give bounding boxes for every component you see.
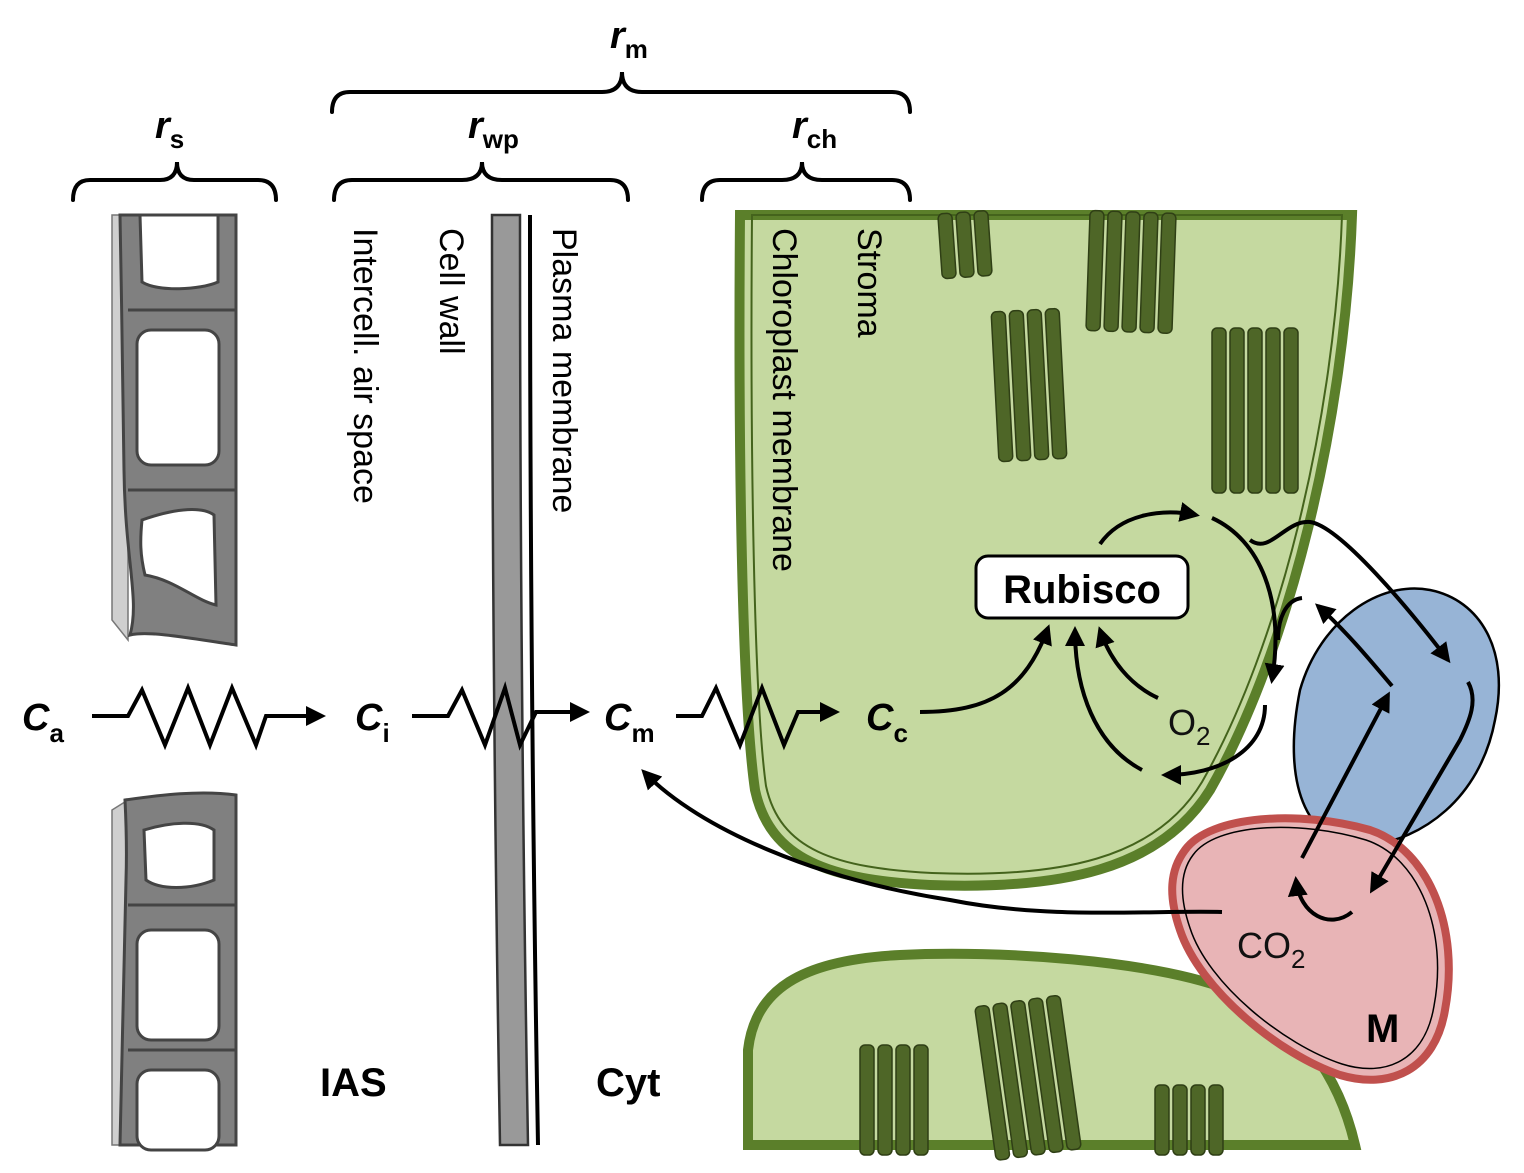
arrow-glycolate-to-peroxisome (1248, 519, 1451, 664)
label-cc: Cc (866, 697, 908, 748)
thylakoid-disc (1154, 1084, 1170, 1156)
arrow-mito-to-peroxisome (1300, 691, 1390, 859)
label-rs: rs (155, 105, 184, 154)
arrow-peroxisome-to-mito (1369, 681, 1475, 894)
thylakoid-disc (877, 1044, 893, 1156)
label-co2: CO2 (1237, 925, 1305, 974)
thylakoid-disc (1157, 212, 1177, 334)
label-cell-wall: Cell wall (432, 228, 470, 355)
label-ci: Ci (355, 697, 390, 748)
arrow-small-return (1276, 596, 1303, 641)
chloroplast-upper (734, 210, 1358, 891)
resistor-rs (92, 682, 326, 751)
rubisco-label: Rubisco (1003, 568, 1161, 612)
thylakoid-disc (1265, 327, 1281, 494)
label-rch: rch (792, 105, 837, 154)
label-o2: O2 (1168, 702, 1210, 751)
thylakoid-disc (913, 1044, 929, 1156)
arrow-cc-to-rubisco (919, 624, 1052, 714)
thylakoid-disc (1045, 994, 1082, 1151)
thylakoid-disc (1121, 211, 1141, 333)
rubisco-box: Rubisco (974, 554, 1190, 620)
thylakoid-disc (1190, 1084, 1206, 1156)
thylakoid-disc (1208, 1084, 1224, 1156)
thylakoid-disc (937, 212, 957, 280)
brace-rs (71, 161, 278, 202)
thylakoid-disc (1008, 309, 1032, 462)
thylakoid-disc (1229, 327, 1245, 494)
thylakoid-disc (955, 211, 975, 278)
thylakoid-disc (1283, 327, 1299, 494)
thylakoid-disc (895, 1044, 911, 1156)
thylakoid-disc (974, 1004, 1011, 1161)
thylakoid-disc (1211, 327, 1227, 494)
thylakoid-disc (1028, 997, 1064, 1154)
arrow-cycle-right-down (1211, 516, 1285, 684)
arrow-co2-release-to-cm (641, 769, 1223, 915)
label-plasma-membrane: Plasma membrane (545, 228, 583, 513)
resistor-rch (676, 682, 840, 751)
label-cyt: Cyt (596, 1061, 660, 1105)
granum-stack (859, 1044, 929, 1156)
granum-stack (990, 307, 1068, 463)
label-rm: rm (610, 15, 648, 64)
label-mitochondrion: M (1366, 1007, 1399, 1051)
thylakoid-grana (859, 209, 1299, 1161)
plasma-membrane (528, 214, 540, 1146)
arrow-peroxisome-to-chloroplast (1315, 603, 1394, 688)
label-intercellular-air-space: Intercell. air space (346, 228, 384, 504)
brace-rm (330, 71, 912, 114)
granum-stack (974, 994, 1082, 1161)
thylakoid-disc (992, 1002, 1029, 1159)
granum-stack (1154, 1084, 1224, 1156)
granum-stack (937, 210, 993, 280)
thylakoid-disc (1010, 999, 1046, 1156)
label-ias: IAS (320, 1061, 387, 1105)
arrow-cycle-bottom (1161, 704, 1267, 785)
arrow-cycle-left-up (1065, 626, 1143, 772)
thylakoid-disc (1085, 209, 1105, 332)
thylakoid-disc (1044, 307, 1068, 460)
thylakoid-disc (1103, 210, 1123, 333)
label-cm: Cm (604, 697, 655, 748)
thylakoid-disc (1139, 211, 1159, 334)
cell-wall (490, 213, 530, 1147)
thylakoid-disc (859, 1044, 875, 1156)
brace-rch (700, 161, 912, 202)
label-rwp: rwp (468, 105, 519, 154)
label-ca: Ca (22, 697, 64, 748)
arrow-photorespiration-cycle-top (1098, 502, 1200, 546)
label-stroma: Stroma (850, 228, 888, 338)
arrow-mito-internal-loop (1287, 876, 1354, 922)
thylakoid-disc (1247, 327, 1263, 494)
guard-cell-stack-lower (111, 791, 238, 1152)
guard-cell-stack-upper (111, 213, 238, 647)
resistor-rwp (412, 681, 590, 751)
label-chloroplast-membrane: Chloroplast membrane (765, 228, 803, 572)
chloroplast-envelope (734, 210, 1358, 891)
granum-stack (1211, 327, 1299, 494)
thylakoid-disc (973, 210, 993, 277)
arrow-o2-to-rubisco (1095, 626, 1159, 700)
thylakoid-disc (1026, 308, 1050, 461)
thylakoid-disc (990, 310, 1014, 463)
brace-rwp (332, 161, 630, 202)
granum-stack (1085, 209, 1177, 334)
thylakoid-disc (1172, 1084, 1188, 1156)
